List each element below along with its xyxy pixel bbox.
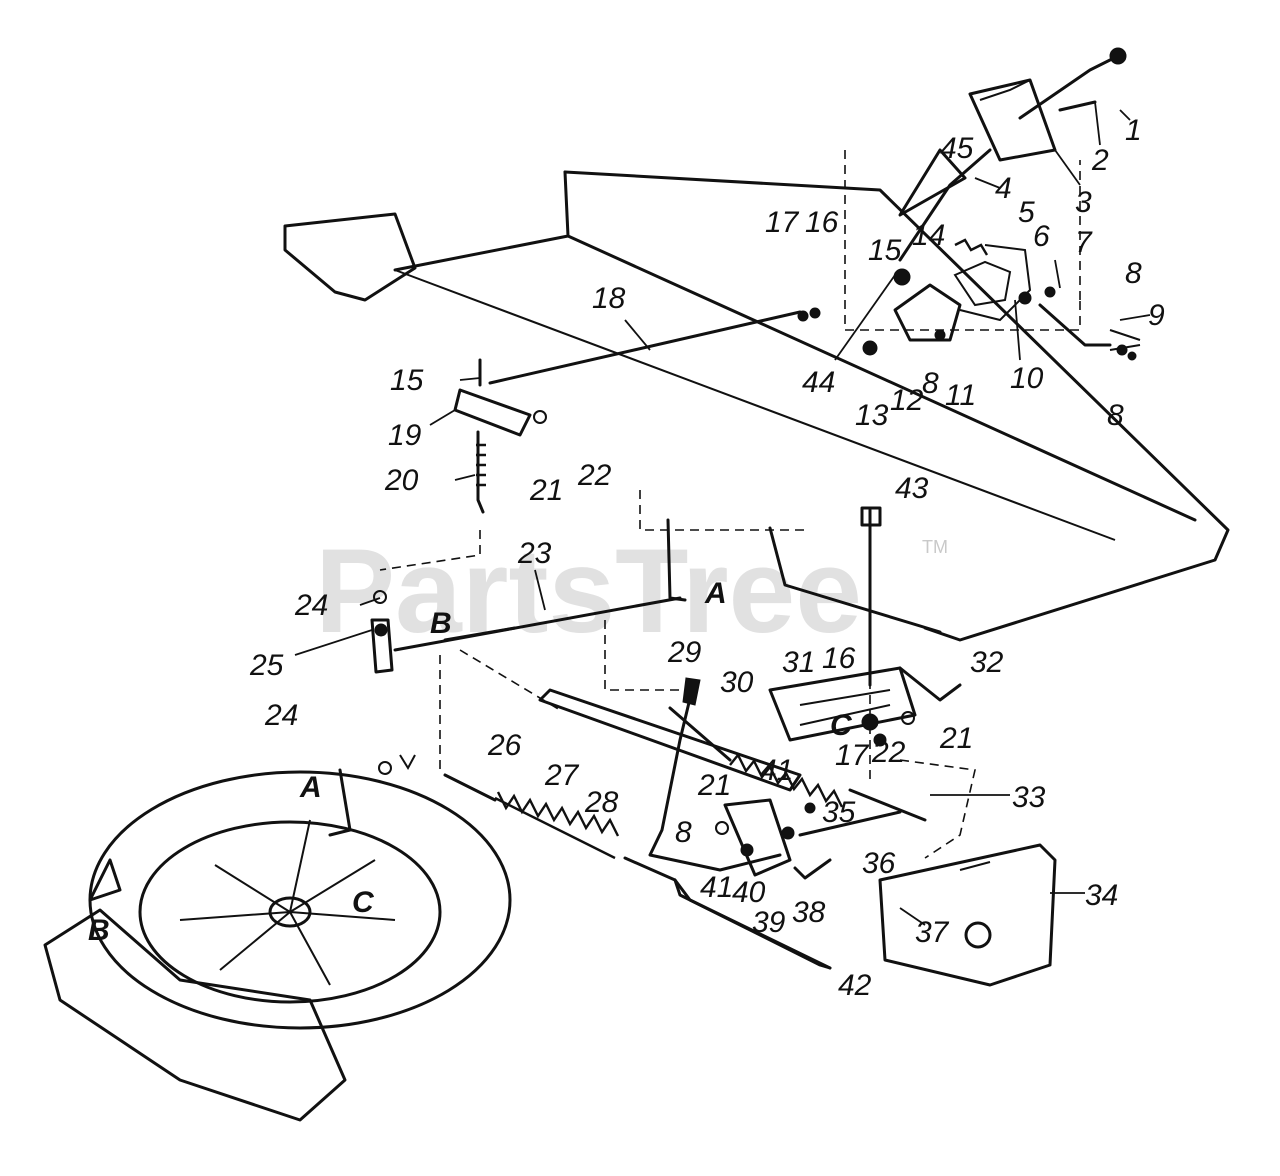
letter-b-pulley: B [88, 914, 110, 947]
letter-b-rod: B [430, 607, 452, 640]
callout-5: 5 [1018, 196, 1035, 229]
callout-37: 37 [915, 916, 950, 949]
callout-43: 43 [895, 472, 929, 505]
callout-6: 6 [1033, 220, 1050, 253]
callout-2: 2 [1091, 144, 1109, 177]
callout-28: 28 [584, 786, 619, 819]
deck-pulley-assembly [43, 754, 512, 1122]
leader-lines [294, 101, 1151, 926]
callout-45: 45 [940, 132, 974, 165]
letter-c-pulley: C [352, 886, 375, 919]
callout-21c: 21 [697, 769, 731, 802]
linkage-rod-18 [453, 238, 1141, 514]
callout-21a: 21 [529, 474, 563, 507]
watermark: PartsTree [315, 524, 862, 658]
callout-14: 14 [912, 219, 945, 252]
callout-19: 19 [388, 419, 422, 452]
callout-24a: 24 [294, 589, 328, 622]
callout-17b: 17 [835, 739, 870, 772]
callout-36: 36 [862, 847, 896, 880]
callout-27: 27 [544, 759, 580, 792]
callout-labels: 1 2 3 45 4 5 6 7 8 9 8 10 11 8 12 13 44 … [249, 114, 1165, 1002]
callout-25: 25 [249, 649, 284, 682]
callout-4: 4 [995, 172, 1012, 205]
callout-18: 18 [592, 282, 626, 315]
callout-26: 26 [487, 729, 522, 762]
callout-7: 7 [1075, 226, 1093, 259]
callout-22a: 22 [577, 459, 612, 492]
callout-17a: 17 [765, 206, 800, 239]
control-lever [898, 47, 1127, 322]
callout-9: 9 [1148, 299, 1165, 332]
callout-8b: 8 [1107, 399, 1124, 432]
callout-44: 44 [802, 366, 835, 399]
frame-deck [283, 170, 1230, 642]
callout-41b: 41 [700, 871, 733, 904]
bracket-34 [878, 759, 1057, 987]
lever-28 [538, 677, 902, 880]
callout-41a: 41 [760, 754, 793, 787]
callout-8d: 8 [675, 816, 692, 849]
callout-16b: 16 [822, 642, 856, 675]
callout-29: 29 [667, 636, 702, 669]
callout-42: 42 [838, 969, 872, 1002]
callout-11: 11 [945, 379, 976, 412]
watermark-tm: TM [922, 537, 948, 557]
callout-31: 31 [782, 646, 815, 679]
callout-30: 30 [720, 666, 754, 699]
callout-20: 20 [384, 464, 419, 497]
callout-21b: 21 [939, 722, 973, 755]
connection-letters: A B C A B C [88, 577, 853, 947]
linkage-rod-23 [370, 518, 687, 674]
callout-24b: 24 [264, 699, 298, 732]
callout-16a: 16 [805, 206, 839, 239]
callout-13: 13 [855, 399, 889, 432]
letter-c-bracket: C [830, 709, 853, 742]
callout-34: 34 [1085, 879, 1118, 912]
callout-3: 3 [1075, 186, 1092, 219]
rod-42 [673, 878, 832, 970]
callout-8c: 8 [922, 367, 939, 400]
callout-40: 40 [732, 876, 766, 909]
bracket-31 [768, 506, 962, 747]
callout-15a: 15 [868, 234, 902, 267]
callout-8a: 8 [1125, 257, 1142, 290]
callout-12: 12 [890, 384, 924, 417]
callout-38: 38 [792, 896, 826, 929]
callout-23: 23 [517, 537, 552, 570]
callout-15b: 15 [390, 364, 424, 397]
callout-10: 10 [1010, 362, 1044, 395]
letter-a-pulley: A [299, 771, 322, 804]
callout-1: 1 [1125, 114, 1142, 147]
letter-a-rod: A [704, 577, 727, 610]
callout-33: 33 [1012, 781, 1046, 814]
callout-32: 32 [970, 646, 1004, 679]
callout-22b: 22 [871, 736, 906, 769]
callout-39: 39 [752, 906, 786, 939]
callout-35: 35 [822, 796, 856, 829]
